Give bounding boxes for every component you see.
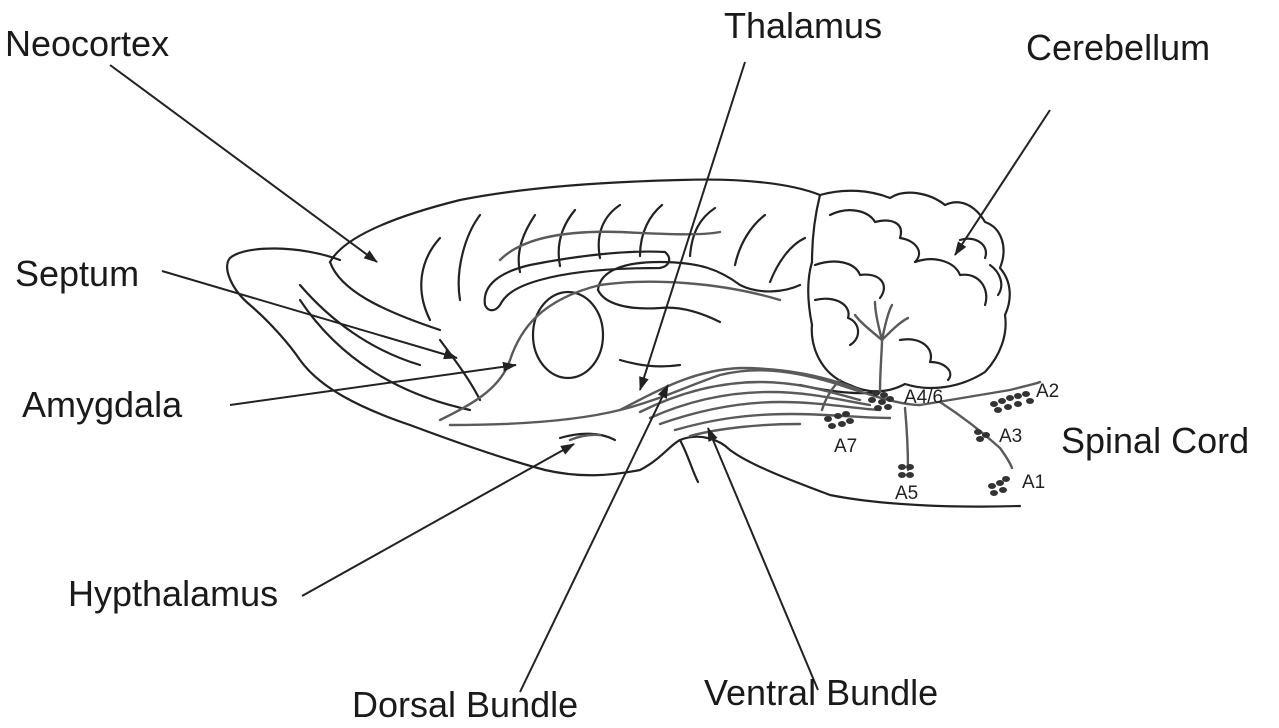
dorsal-bundle-arrow — [520, 385, 668, 692]
thalamus-label: Thalamus — [724, 8, 882, 44]
hypthalamus-label: Hypthalamus — [68, 576, 278, 612]
cerebellum-label: Cerebellum — [1026, 30, 1210, 66]
cortex-surface — [330, 180, 820, 262]
thalamus-arrow — [640, 62, 745, 390]
cerebellum-folia-7 — [990, 265, 1001, 295]
amygdala-label: Amygdala — [22, 387, 182, 423]
noradrenergic-pathways — [440, 232, 1040, 470]
hypthalamus-arrow — [302, 444, 574, 596]
cerebellum-outline — [808, 191, 1010, 392]
cell-group-a4-6-label: A4/6 — [904, 388, 943, 407]
pons-bulge — [680, 440, 698, 482]
dorsal-bundle-label: Dorsal Bundle — [352, 687, 578, 723]
internal-capsule-ring — [533, 292, 603, 378]
cell-group-a1-label: A1 — [1022, 473, 1045, 492]
cerebellum-folia-4 — [915, 259, 986, 305]
septum-label: Septum — [15, 256, 139, 292]
cluster-a2 — [990, 391, 1034, 413]
spinal-cord-label: Spinal Cord — [1061, 423, 1249, 459]
ventral-surface — [545, 437, 1020, 507]
ventral-bundle-label: Ventral Bundle — [704, 675, 938, 711]
cluster-a5 — [898, 464, 914, 478]
cell-group-a7-label: A7 — [834, 437, 857, 456]
cluster-a3 — [974, 429, 990, 442]
hippocampus — [598, 262, 800, 291]
olfactory-bulb — [227, 248, 545, 470]
cerebellum-folia-1 — [830, 210, 919, 262]
cell-group-a5-label: A5 — [895, 484, 918, 503]
neocortex-arrow — [110, 65, 377, 262]
cerebellum-folia-3 — [815, 299, 858, 345]
cluster-a7 — [824, 411, 854, 429]
septum-arrow — [162, 271, 457, 358]
cell-group-a3-label: A3 — [999, 427, 1022, 446]
neocortex-label: Neocortex — [5, 26, 169, 62]
cerebellum-arrow — [955, 110, 1050, 255]
cluster-a1 — [988, 476, 1010, 496]
brain-outline — [227, 180, 1020, 507]
cell-group-a2-label: A2 — [1036, 382, 1059, 401]
cerebellum-folia-2 — [815, 262, 884, 298]
cerebellum-folia-6 — [900, 339, 950, 380]
